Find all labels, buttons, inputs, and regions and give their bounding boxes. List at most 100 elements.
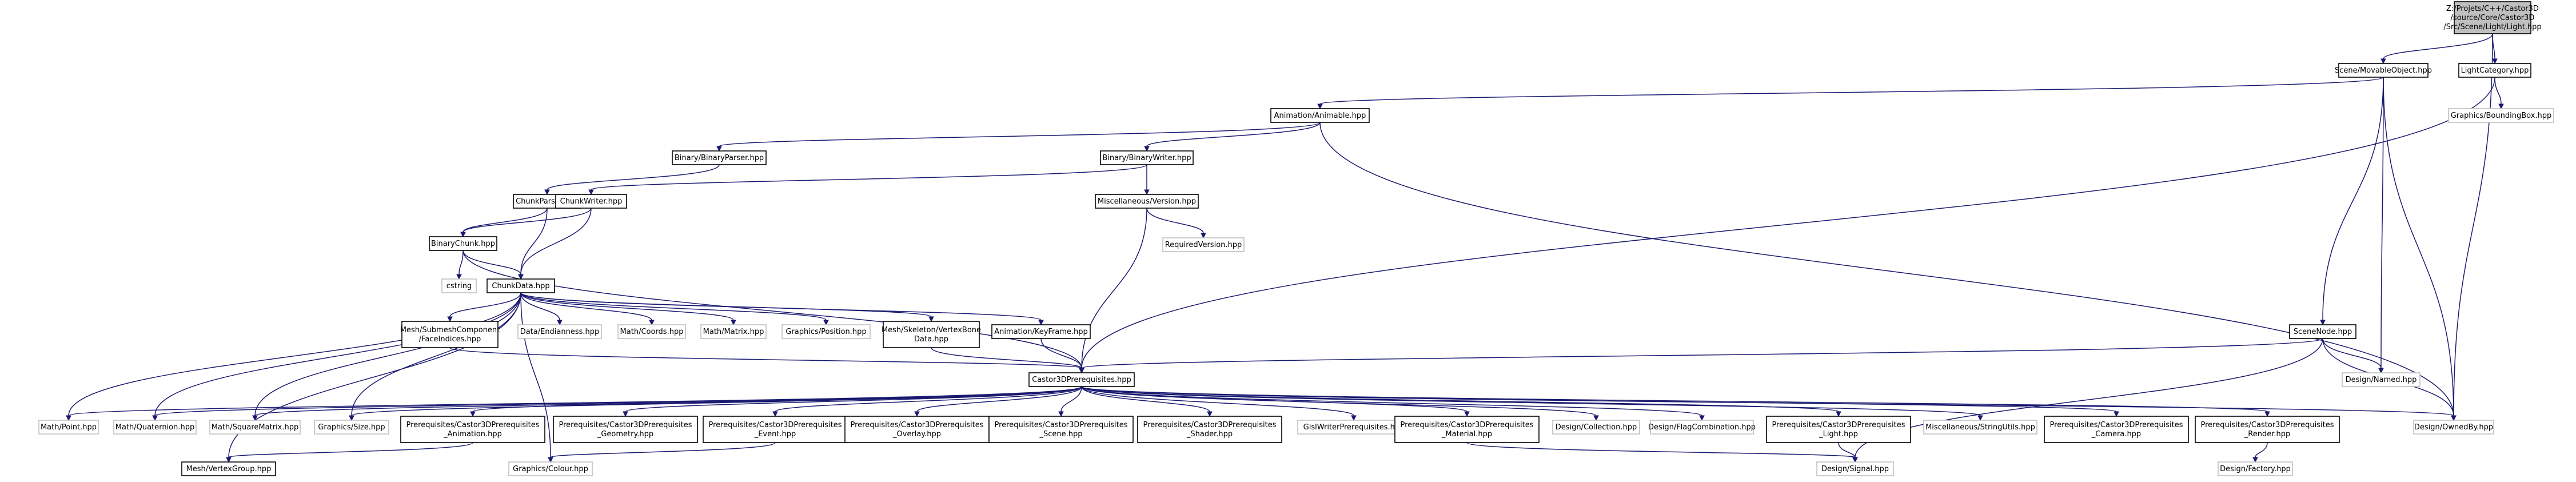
node-light: Z:/Projets/C++/Castor3D/source/Core/Cast…: [2443, 1, 2542, 34]
node-binwriter[interactable]: Binary/BinaryWriter.hpp: [1100, 150, 1194, 165]
node-label: Graphics/Position.hpp: [785, 328, 866, 336]
node-prereq[interactable]: Castor3DPrerequisites.hpp: [1028, 372, 1135, 387]
edge-light-to-lightcat: [2492, 33, 2498, 65]
edges-layer: [66, 33, 2504, 463]
node-label: Math/Point.hpp: [41, 423, 97, 432]
node-movable[interactable]: Scene/MovableObject.hpp: [2335, 63, 2432, 78]
edge-binparser-to-chunkparser: [544, 164, 720, 196]
node-box: [1766, 416, 1911, 443]
node-box: [781, 324, 871, 339]
node-label: Math/SquareMatrix.hpp: [212, 423, 298, 432]
node-submesh[interactable]: Mesh/SubmeshComponent/FaceIndices.hpp: [400, 321, 500, 348]
edge-chunkwriter-to-binchunk: [460, 208, 592, 238]
node-label: _Scene.hpp: [1039, 430, 1082, 439]
node-point: Math/Point.hpp: [38, 420, 99, 435]
node-prelight[interactable]: Prerequisites/Castor3DPrerequisites_Ligh…: [1766, 416, 1911, 443]
node-prescene[interactable]: Prerequisites/Castor3DPrerequisites_Scen…: [988, 416, 1134, 443]
node-label: Design/Named.hpp: [2346, 376, 2417, 384]
node-label: Prerequisites/Castor3DPrerequisites: [994, 421, 1127, 429]
node-prerender[interactable]: Prerequisites/Castor3DPrerequisites_Rend…: [2195, 416, 2340, 443]
node-label: Castor3DPrerequisites.hpp: [1032, 376, 1131, 384]
node-box: [1394, 416, 1540, 443]
edge-prereq-to-prescene: [1058, 386, 1082, 417]
edge-light-to-ownedby: [2451, 33, 2493, 421]
node-label: Design/Collection.hpp: [1556, 423, 1637, 432]
node-preoverlay[interactable]: Prerequisites/Castor3DPrerequisites_Over…: [844, 416, 990, 443]
node-label: /FaceIndices.hpp: [419, 335, 481, 344]
node-preanim[interactable]: Prerequisites/Castor3DPrerequisites_Anim…: [400, 416, 545, 443]
edge-movable-to-ownedby: [2383, 77, 2457, 421]
node-box: [441, 278, 477, 293]
node-preevent[interactable]: Prerequisites/Castor3DPrerequisites_Even…: [703, 416, 848, 443]
edge-scenenode-to-prereq: [1079, 338, 2323, 374]
edge-movable-to-animable: [1317, 77, 2384, 110]
node-chunkdata[interactable]: ChunkData.hpp: [487, 278, 555, 293]
node-label: Binary/BinaryParser.hpp: [675, 154, 764, 162]
edge-binwriter-to-chunkwriter: [588, 164, 1147, 196]
node-label: Design/OwnedBy.hpp: [2414, 423, 2493, 432]
node-collection: Design/Collection.hpp: [1552, 420, 1640, 435]
node-lightcat[interactable]: LightCategory.hpp: [2458, 63, 2531, 78]
edge-chunkdata-to-submesh: [447, 292, 521, 322]
node-label: Prerequisites/Castor3DPrerequisites: [1400, 421, 1533, 429]
edge-movable-to-scenenode: [2320, 77, 2384, 326]
node-vertexgroup[interactable]: Mesh/VertexGroup.hpp: [181, 461, 276, 476]
edge-prereq-to-glsl: [1081, 386, 1357, 421]
node-label: Prerequisites/Castor3DPrerequisites: [850, 421, 983, 429]
node-label: Mesh/VertexGroup.hpp: [186, 465, 272, 473]
edge-prereq-to-flagcomb: [1081, 386, 1705, 421]
node-label: Prerequisites/Castor3DPrerequisites: [406, 421, 539, 429]
node-label: Data/Endianness.hpp: [520, 328, 600, 336]
node-label: GlslWriterPrerequisites.hpp: [1303, 423, 1405, 432]
node-binparser[interactable]: Binary/BinaryParser.hpp: [672, 150, 767, 165]
node-reqversion: RequiredVersion.hpp: [1162, 237, 1245, 252]
node-box: [1270, 108, 1370, 123]
node-box: [2218, 461, 2293, 476]
node-box: [844, 416, 990, 443]
node-binchunk[interactable]: BinaryChunk.hpp: [429, 236, 497, 251]
node-box: [1095, 194, 1199, 209]
node-label: Animation/Animable.hpp: [1274, 111, 1366, 120]
node-label: _Geometry.hpp: [597, 430, 653, 439]
edge-binchunk-to-chunkdata: [462, 250, 524, 280]
node-flagcomb: Design/FlagCombination.hpp: [1648, 420, 1756, 435]
edge-prereq-to-ownedby: [1081, 386, 2457, 421]
node-box: [2458, 63, 2531, 78]
node-scenenode[interactable]: SceneNode.hpp: [2289, 324, 2356, 339]
node-named: Design/Named.hpp: [2342, 372, 2421, 387]
node-version[interactable]: Miscellaneous/Version.hpp: [1095, 194, 1199, 209]
node-prematerial[interactable]: Prerequisites/Castor3DPrerequisites_Mate…: [1394, 416, 1540, 443]
node-box: [553, 416, 698, 443]
node-box: [988, 416, 1134, 443]
edge-chunkdata-to-coords: [520, 292, 655, 326]
node-label: SceneNode.hpp: [2294, 328, 2352, 336]
node-pregeom[interactable]: Prerequisites/Castor3DPrerequisites_Geom…: [553, 416, 698, 443]
node-factory: Design/Factory.hpp: [2218, 461, 2293, 476]
node-quat: Math/Quaternion.hpp: [113, 420, 197, 435]
node-box: [672, 150, 767, 165]
node-box: [883, 321, 980, 348]
node-keyframe[interactable]: Animation/KeyFrame.hpp: [991, 324, 1091, 339]
node-label: _Shader.hpp: [1186, 430, 1233, 439]
edge-chunkdata-to-endian: [520, 292, 563, 326]
node-label: Prerequisites/Castor3DPrerequisites: [1772, 421, 1905, 429]
node-label: Animation/KeyFrame.hpp: [994, 328, 1088, 336]
edge-binwriter-to-version: [1144, 165, 1150, 196]
edge-chunkdata-to-matrix: [520, 292, 736, 326]
node-box: [1816, 461, 1894, 476]
edge-animable-to-binparser: [716, 122, 1321, 152]
node-label: Design/Factory.hpp: [2220, 465, 2291, 473]
edge-submesh-to-prereq: [449, 347, 1084, 374]
node-size: Graphics/Size.hpp: [314, 420, 389, 435]
node-preshader[interactable]: Prerequisites/Castor3DPrerequisites_Shad…: [1137, 416, 1282, 443]
node-label: _Camera.hpp: [2091, 430, 2141, 439]
node-label: ChunkWriter.hpp: [560, 197, 623, 206]
node-label: ChunkData.hpp: [492, 282, 549, 290]
node-animable[interactable]: Animation/Animable.hpp: [1270, 108, 1370, 123]
node-label: Prerequisites/Castor3DPrerequisites: [559, 421, 692, 429]
edge-light-to-movable: [2380, 33, 2493, 65]
edge-version-to-prereq: [1079, 208, 1147, 374]
node-chunkwriter[interactable]: ChunkWriter.hpp: [555, 194, 627, 209]
node-precamera[interactable]: Prerequisites/Castor3DPrerequisites_Came…: [2044, 416, 2189, 443]
